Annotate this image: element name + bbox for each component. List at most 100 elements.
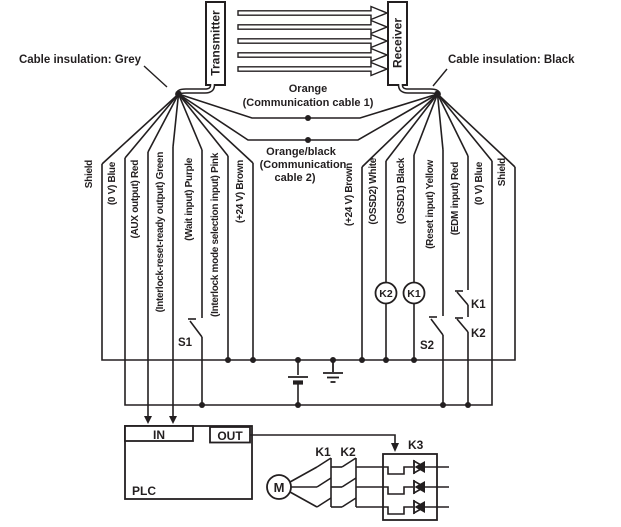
plc-input-arrow-icon [144, 416, 152, 424]
receiver-label: Receiver [391, 18, 405, 68]
wire-labels: Shield (0 V) Blue (AUX output) Red (Inte… [84, 152, 508, 317]
junction-dot [199, 402, 205, 408]
light-beam-arrows [237, 5, 389, 77]
k3-coil-notch [383, 466, 413, 475]
wire-label-0v-blue-left: (0 V) Blue [107, 161, 118, 205]
fan-line [413, 93, 439, 156]
motor-contact-k2-label: K2 [340, 445, 356, 459]
k3-relay-block: K3 [382, 438, 449, 521]
beam-arrow-icon [237, 33, 389, 49]
beam-arrow-icon [237, 19, 389, 35]
wire-label-ossd2-white: (OSSD2) White [368, 157, 379, 224]
edm-k2-label: K2 [471, 328, 486, 340]
wire-label-24v-brown-left: (+24 V) Brown [235, 160, 246, 223]
k2-coil-label: K2 [379, 288, 393, 300]
beam-arrow-icon [237, 61, 389, 77]
fan-line [124, 93, 180, 159]
k3-channel [383, 499, 449, 515]
wire-label-wait-input-purple: (Wait input) Purple [184, 157, 195, 241]
fan-line [436, 93, 469, 157]
cable-insulation-black-label: Cable insulation: Black [448, 54, 575, 66]
plc-name-label: PLC [132, 484, 156, 498]
devices: Transmitter Receiver [205, 1, 408, 86]
wire-label-ossd1-black: (OSSD1) Black [396, 157, 407, 224]
wire-label-shield-right: Shield [497, 158, 508, 186]
wires-and-buses [101, 147, 516, 417]
cable2-junction-dot [305, 137, 311, 143]
blue-bus-0v [124, 158, 493, 406]
wire-label-interlock-reset-ready-green: (Interlock-reset-ready output) Green [155, 152, 166, 313]
shield-bus-24v [101, 164, 516, 361]
plc-input-arrow-icon [169, 416, 177, 424]
fan-line [436, 93, 444, 151]
cable2-desc-line2-label: cable 2) [275, 172, 316, 184]
ground-icon [323, 360, 343, 383]
diode-icon [413, 479, 427, 495]
motor-contact-k1-label: K1 [315, 445, 331, 459]
k1-contact-lever [316, 477, 332, 488]
k3-channel [383, 459, 449, 475]
right-callout-leader-line [432, 68, 448, 87]
wire-label-edm-input-red: (EDM input) Red [450, 162, 461, 235]
junction-dot [440, 402, 446, 408]
communication-cable-2-wire [178, 93, 438, 141]
diode-icon [414, 481, 425, 493]
cable1-junction-dot [305, 115, 311, 121]
wire-label-24v-brown-right: (+24 V) Brown [344, 163, 355, 226]
edm-feedback-contacts: K1 K2 [455, 290, 486, 340]
junction-dot [383, 357, 389, 363]
wire-label-interlock-mode-pink: (Interlock mode selection input) Pink [210, 152, 221, 317]
relay-coil-k2: K2 [374, 281, 398, 305]
wire-label-0v-blue-right: (0 V) Blue [474, 161, 485, 205]
left-wire-fan [101, 93, 254, 165]
fan-line [177, 93, 203, 151]
motor-circuit [266, 457, 383, 508]
k1-coil-label: K1 [407, 288, 421, 300]
k2-contact-lever [341, 477, 357, 488]
plc-block: IN OUT PLC [124, 416, 399, 500]
transmitter-label: Transmitter [209, 10, 223, 76]
k1-contact-lever [316, 497, 332, 508]
cable1-name-label: Orange [289, 83, 328, 95]
k3-coil-notch [383, 486, 413, 495]
wire-label-aux-output-red: (AUX output) Red [130, 160, 141, 239]
switch-s1: S1 [178, 318, 203, 349]
plc-in-label: IN [153, 428, 165, 442]
beam-arrow-icon [237, 5, 389, 21]
switch-s2: S2 [420, 316, 444, 352]
s1-label: S1 [178, 337, 193, 349]
plc-out-label: OUT [217, 429, 243, 443]
fan-line [436, 93, 493, 162]
battery-icon [288, 360, 308, 405]
left-callout-leader-line [143, 65, 168, 88]
s2-contact-lever [430, 318, 444, 336]
junction-dot [250, 357, 256, 363]
k1-coil-icon [402, 281, 426, 305]
edm-k1-contact-lever [456, 291, 469, 306]
motor-phase-line [289, 466, 318, 483]
junction-dot [359, 357, 365, 363]
transmitter-box [205, 1, 226, 86]
cable1-desc-label: (Communication cable 1) [243, 97, 374, 109]
fan-line [436, 93, 516, 168]
fan-line [385, 93, 439, 162]
callouts: Cable insulation: Grey Cable insulation:… [19, 54, 575, 88]
s2-label: S2 [420, 340, 434, 352]
beam-arrow-icon [237, 47, 389, 63]
fan-line [177, 93, 229, 157]
plc-out-wire [250, 434, 396, 443]
communication-cable-labels: Orange (Communication cable 1) Orange/bl… [243, 83, 374, 184]
diode-icon [413, 499, 427, 515]
cable-insulation-grey-label: Cable insulation: Grey [19, 54, 142, 66]
fan-line [101, 93, 180, 165]
plc-in-terminal-box [124, 425, 194, 442]
communication-cables [178, 93, 438, 143]
k2-contact-lever [341, 457, 357, 468]
fan-line [147, 93, 180, 153]
fan-line [177, 93, 254, 164]
fan-line [361, 93, 439, 168]
k2-contact-lever [341, 497, 357, 508]
diode-icon [414, 501, 425, 513]
